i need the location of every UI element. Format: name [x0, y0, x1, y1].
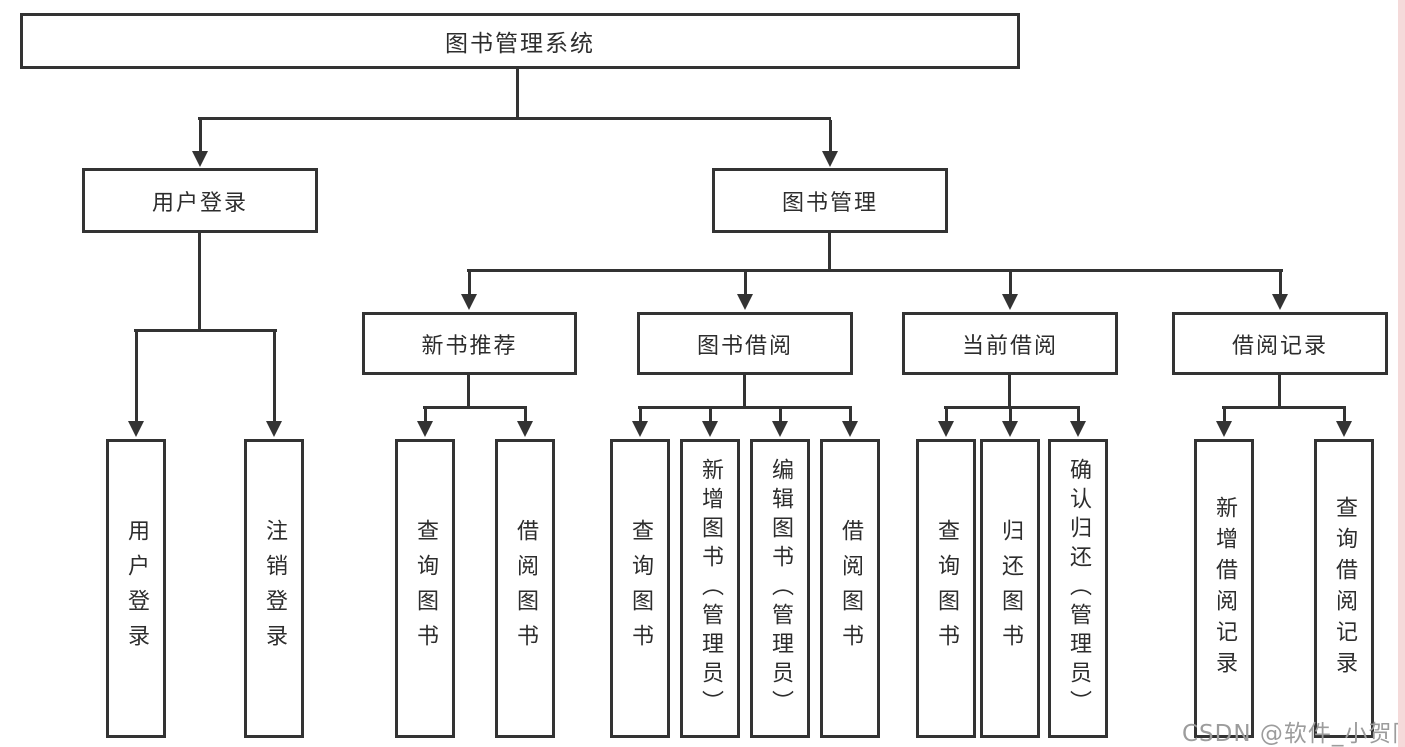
node-library-system: 图书管理系统 [20, 13, 1020, 69]
down-arrow-icon [517, 409, 533, 437]
connector-records-hline [1222, 406, 1346, 409]
down-arrow-icon [772, 409, 788, 437]
leaf-label: 新增借阅记录 [1212, 495, 1237, 682]
down-arrow-icon [417, 409, 433, 437]
node-label: 借阅记录 [1231, 333, 1328, 359]
down-arrow-icon [632, 409, 648, 437]
right-edge-strip [1398, 0, 1405, 747]
node-label: 当前借阅 [961, 333, 1058, 359]
node-borrow-records: 借阅记录 [1172, 312, 1388, 375]
connector-userlogin-vline [198, 233, 201, 331]
down-arrow-icon [822, 120, 838, 167]
node-label: 用户登录 [151, 190, 248, 216]
leaf-label: 查询图书 [628, 518, 653, 659]
node-new-book-recommend: 新书推荐 [362, 312, 577, 375]
connector-bookborrow-hline [638, 406, 852, 409]
node-label: 图书借阅 [696, 333, 793, 359]
node-label: 图书管理 [781, 190, 878, 216]
connector-root-hline [198, 117, 831, 120]
node-book-borrow: 图书借阅 [637, 312, 853, 375]
leaf-label: 归还图书 [998, 518, 1023, 659]
leaf-label: 确认归还（管理员） [1066, 458, 1091, 719]
connector-bookborrow-vline [743, 375, 746, 408]
leaf-label: 编辑图书（管理员） [768, 458, 793, 719]
node-label: 图书管理系统 [445, 31, 595, 57]
down-arrow-icon [1002, 409, 1018, 437]
leaf-borrow-books: 借阅图书 [820, 439, 880, 738]
leaf-label: 新增图书（管理员） [698, 458, 723, 719]
connector-userlogin-hline [134, 329, 277, 332]
leaf-add-books-admin: 新增图书（管理员） [680, 439, 740, 738]
connector-newrec-vline [467, 375, 470, 408]
leaf-label: 借阅图书 [838, 518, 863, 659]
down-arrow-icon [938, 409, 954, 437]
leaf-label: 借阅图书 [513, 518, 538, 659]
leaf-user-login: 用户登录 [106, 439, 166, 738]
down-arrow-icon [128, 332, 144, 437]
node-book-management: 图书管理 [712, 168, 948, 233]
down-arrow-icon [266, 332, 282, 437]
leaf-label: 用户登录 [124, 518, 149, 659]
connector-records-vline [1278, 375, 1281, 408]
leaf-query-books-recommend: 查询图书 [395, 439, 455, 738]
connector-root-vline [516, 69, 519, 119]
node-current-borrow: 当前借阅 [902, 312, 1118, 375]
down-arrow-icon [1002, 272, 1018, 310]
down-arrow-icon [1336, 409, 1352, 437]
down-arrow-icon [737, 272, 753, 310]
down-arrow-icon [842, 409, 858, 437]
leaf-label: 查询图书 [934, 518, 959, 659]
down-arrow-icon [702, 409, 718, 437]
leaf-label: 注销登录 [262, 518, 287, 659]
down-arrow-icon [461, 272, 477, 310]
connector-newrec-hline [423, 406, 527, 409]
node-label: 新书推荐 [421, 333, 518, 359]
leaf-label: 查询借阅记录 [1332, 495, 1357, 682]
leaf-borrow-books-recommend: 借阅图书 [495, 439, 555, 738]
node-user-login: 用户登录 [82, 168, 318, 233]
leaf-return-books: 归还图书 [980, 439, 1040, 738]
connector-bookmgmt-hline [467, 269, 1283, 272]
leaf-confirm-return-admin: 确认归还（管理员） [1048, 439, 1108, 738]
leaf-add-borrow-record: 新增借阅记录 [1194, 439, 1254, 738]
leaf-query-borrow-record: 查询借阅记录 [1314, 439, 1374, 738]
leaf-label: 查询图书 [413, 518, 438, 659]
leaf-edit-books-admin: 编辑图书（管理员） [750, 439, 810, 738]
connector-currentborrow-vline [1008, 375, 1011, 408]
leaf-logout-login: 注销登录 [244, 439, 304, 738]
csdn-watermark: CSDN @软件_小贺同学 [1182, 721, 1405, 747]
connector-currentborrow-hline [944, 406, 1080, 409]
connector-bookmgmt-vline [828, 233, 831, 272]
leaf-query-books-current: 查询图书 [916, 439, 976, 738]
down-arrow-icon [1070, 409, 1086, 437]
leaf-query-books-borrow: 查询图书 [610, 439, 670, 738]
down-arrow-icon [192, 120, 208, 167]
down-arrow-icon [1272, 272, 1288, 310]
down-arrow-icon [1216, 409, 1232, 437]
